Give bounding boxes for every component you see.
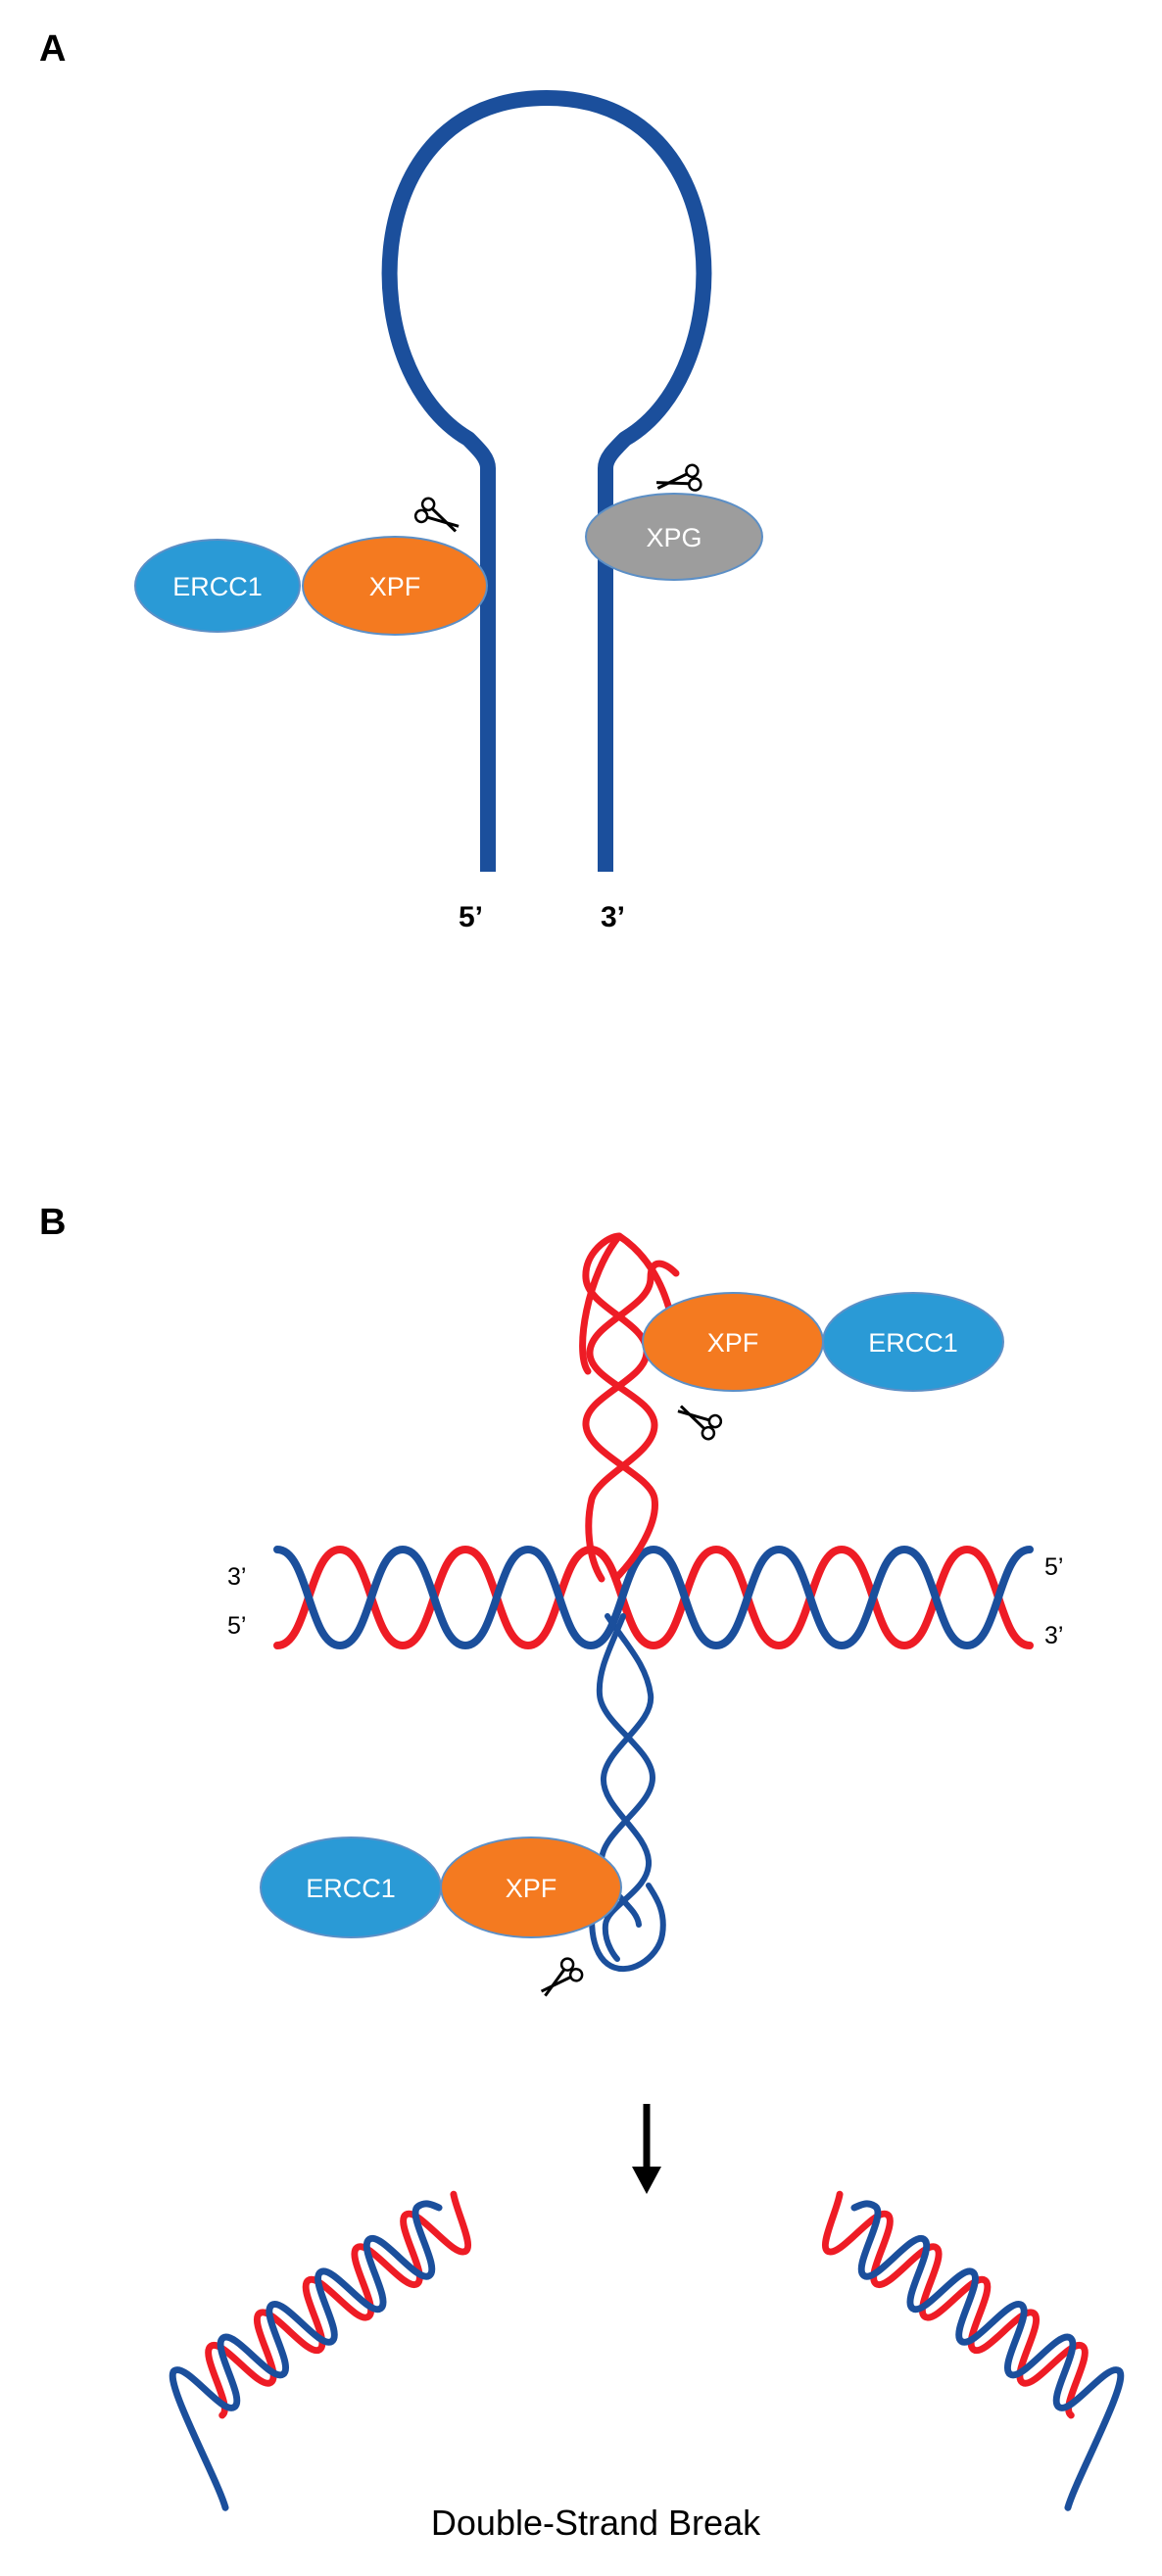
panel-b: B 3’ 5’ 5’ 3’ XPF ERCC1 bbox=[39, 1202, 1125, 2543]
hairpin-3prime-label: 3’ bbox=[601, 901, 625, 933]
xpf-label-b-bottom: XPF bbox=[506, 1874, 557, 1903]
ercc1-protein-b-top: ERCC1 bbox=[822, 1292, 1004, 1392]
broken-duplex-right bbox=[821, 2190, 1125, 2511]
xpg-label-a: XPG bbox=[646, 523, 702, 552]
ercc1-label-b-bottom: ERCC1 bbox=[306, 1874, 396, 1903]
ercc1-protein-b-bottom: ERCC1 bbox=[260, 1837, 442, 1938]
panel-a: A 5’ 3’ ERCC1 XPF XPG bbox=[39, 28, 763, 933]
arrow-down-icon bbox=[632, 2104, 661, 2194]
duplex-red-strand bbox=[273, 1545, 1034, 1650]
duplex-left-3prime-label: 3’ bbox=[227, 1563, 246, 1591]
xpg-protein-a: XPG bbox=[585, 493, 763, 581]
ercc1-protein-a: ERCC1 bbox=[134, 539, 301, 633]
duplex-blue-strand bbox=[273, 1545, 1034, 1650]
xpf-protein-a: XPF bbox=[302, 536, 488, 636]
broken-duplex-left bbox=[169, 2190, 472, 2511]
scissors-icon bbox=[671, 1396, 725, 1443]
xpf-protein-b-bottom: XPF bbox=[440, 1837, 622, 1938]
xpf-label-b-top: XPF bbox=[707, 1328, 759, 1358]
xpf-label-a: XPF bbox=[369, 572, 421, 601]
ercc1-label-a: ERCC1 bbox=[172, 572, 263, 601]
hairpin-5prime-label: 5’ bbox=[459, 901, 483, 933]
xpf-protein-b-top: XPF bbox=[642, 1292, 824, 1392]
duplex-right-5prime-label: 5’ bbox=[1044, 1553, 1063, 1581]
duplex-right-3prime-label: 3’ bbox=[1044, 1622, 1063, 1649]
scissors-icon bbox=[412, 495, 465, 542]
ercc1-label-b-top: ERCC1 bbox=[868, 1328, 958, 1358]
panel-b-label: B bbox=[39, 1202, 66, 1243]
hairpin-strand bbox=[381, 90, 712, 872]
double-strand-break-caption: Double-Strand Break bbox=[431, 2503, 761, 2543]
duplex-left-5prime-label: 5’ bbox=[227, 1612, 246, 1640]
scissors-icon bbox=[533, 1954, 587, 2005]
panel-a-label: A bbox=[39, 28, 66, 70]
upper-red-hairpin bbox=[579, 1232, 680, 1583]
